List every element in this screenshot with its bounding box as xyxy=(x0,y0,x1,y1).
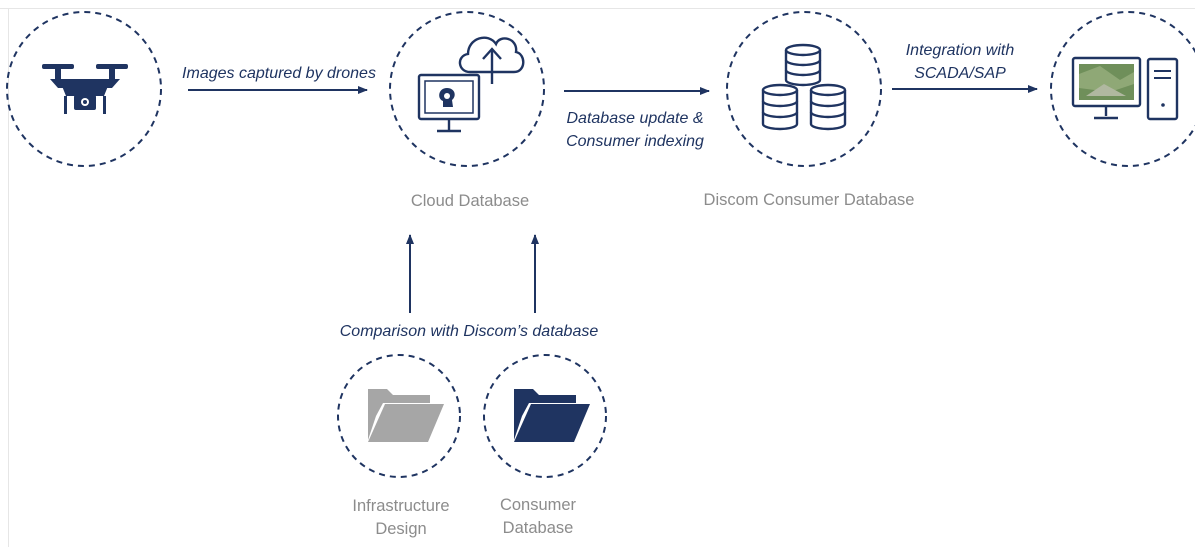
edge-label-cloud-to-discom-line1: Database update & xyxy=(566,110,704,127)
infra-node-circle xyxy=(337,354,461,478)
caption-discom-consumer-database: Discom Consumer Database xyxy=(703,191,915,209)
edge-label-folders-to-cloud: Comparison with Discom’s database xyxy=(339,323,599,340)
caption-consumer-database-line2: Database xyxy=(502,519,574,537)
drone-node-circle xyxy=(6,11,162,167)
database-stack-icon xyxy=(761,43,847,131)
folder-icon-infrastructure xyxy=(368,389,444,442)
caption-cloud-database: Cloud Database xyxy=(410,192,530,210)
edge-label-discom-to-workstation-line1: Integration with xyxy=(905,42,1015,59)
cloud-node-circle xyxy=(389,11,545,167)
drone-icon xyxy=(42,64,128,114)
edge-label-discom-to-workstation-line2: SCADA/SAP xyxy=(914,65,1006,82)
edge-label-cloud-to-discom-line2: Consumer indexing xyxy=(566,133,704,150)
folder-icon-consumer xyxy=(514,389,590,442)
edge-label-drone-to-cloud: Images captured by drones xyxy=(182,65,376,82)
top-border xyxy=(0,8,1195,9)
consumer-node-circle xyxy=(483,354,607,478)
left-border xyxy=(8,8,9,547)
caption-infrastructure-design-line2: Design xyxy=(375,520,427,538)
desktop-computer-icon xyxy=(1071,56,1179,121)
caption-consumer-database-line1: Consumer xyxy=(499,496,577,514)
caption-infrastructure-design-line1: Infrastructure xyxy=(352,497,450,515)
discom-node-circle xyxy=(726,11,882,167)
cloud-computer-icon xyxy=(417,36,525,133)
